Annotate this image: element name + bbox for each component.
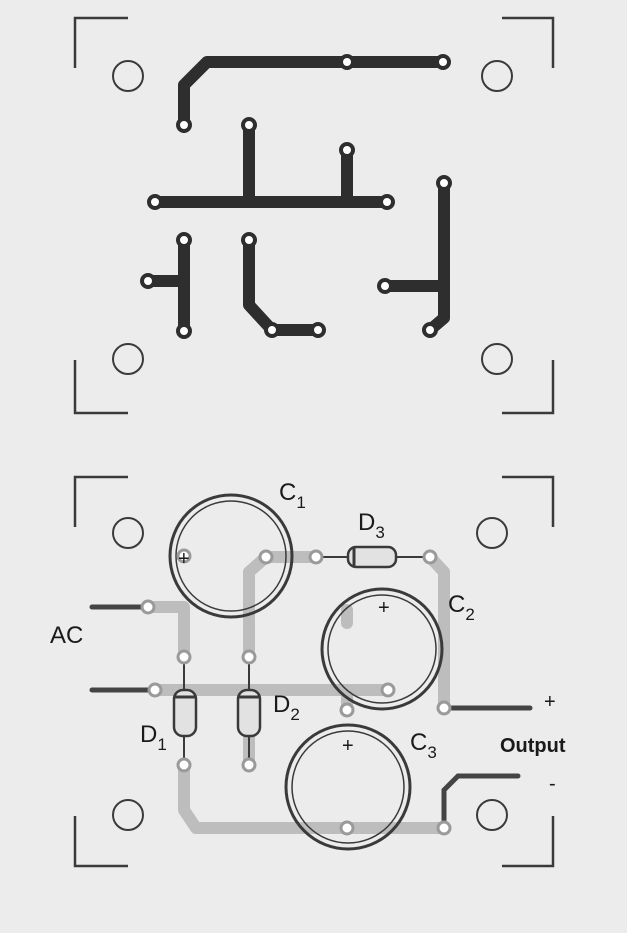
bottom-panel-corner-marks — [73, 475, 555, 868]
diode-d3 — [322, 545, 430, 569]
output-negative-wire — [441, 773, 521, 823]
component-layout-panel: C1 + D3 C2 + AC D1 D2 C3 + + Output - — [50, 475, 566, 868]
label-output: Output — [500, 735, 566, 757]
label-d2: D2 — [273, 691, 300, 724]
top-panel-corner-marks — [73, 16, 555, 415]
label-c3-plus: + — [342, 735, 354, 757]
capacitor-c2 — [320, 587, 444, 711]
capacitor-c3 — [284, 723, 412, 851]
external-wires — [89, 604, 533, 823]
label-c1: C1 — [279, 479, 306, 512]
output-plus-sign: + — [544, 691, 556, 713]
label-d1: D1 — [140, 721, 167, 754]
diode-d1 — [172, 662, 198, 762]
label-c2: C2 — [448, 591, 475, 624]
label-c3: C3 — [410, 729, 437, 762]
label-c1-plus: + — [178, 548, 190, 570]
copper-pads — [140, 54, 452, 339]
bottom-panel-mounting-holes — [112, 517, 508, 831]
label-c2-plus: + — [378, 597, 390, 619]
capacitor-c1 — [168, 493, 294, 619]
label-d3: D3 — [358, 509, 385, 542]
diode-d2 — [236, 662, 262, 762]
top-panel-mounting-holes — [112, 60, 513, 375]
component-pads — [140, 548, 452, 836]
copper-traces — [142, 56, 450, 337]
output-minus-sign: - — [549, 773, 556, 795]
label-ac: AC — [50, 622, 83, 649]
copper-layout-panel — [73, 16, 555, 415]
